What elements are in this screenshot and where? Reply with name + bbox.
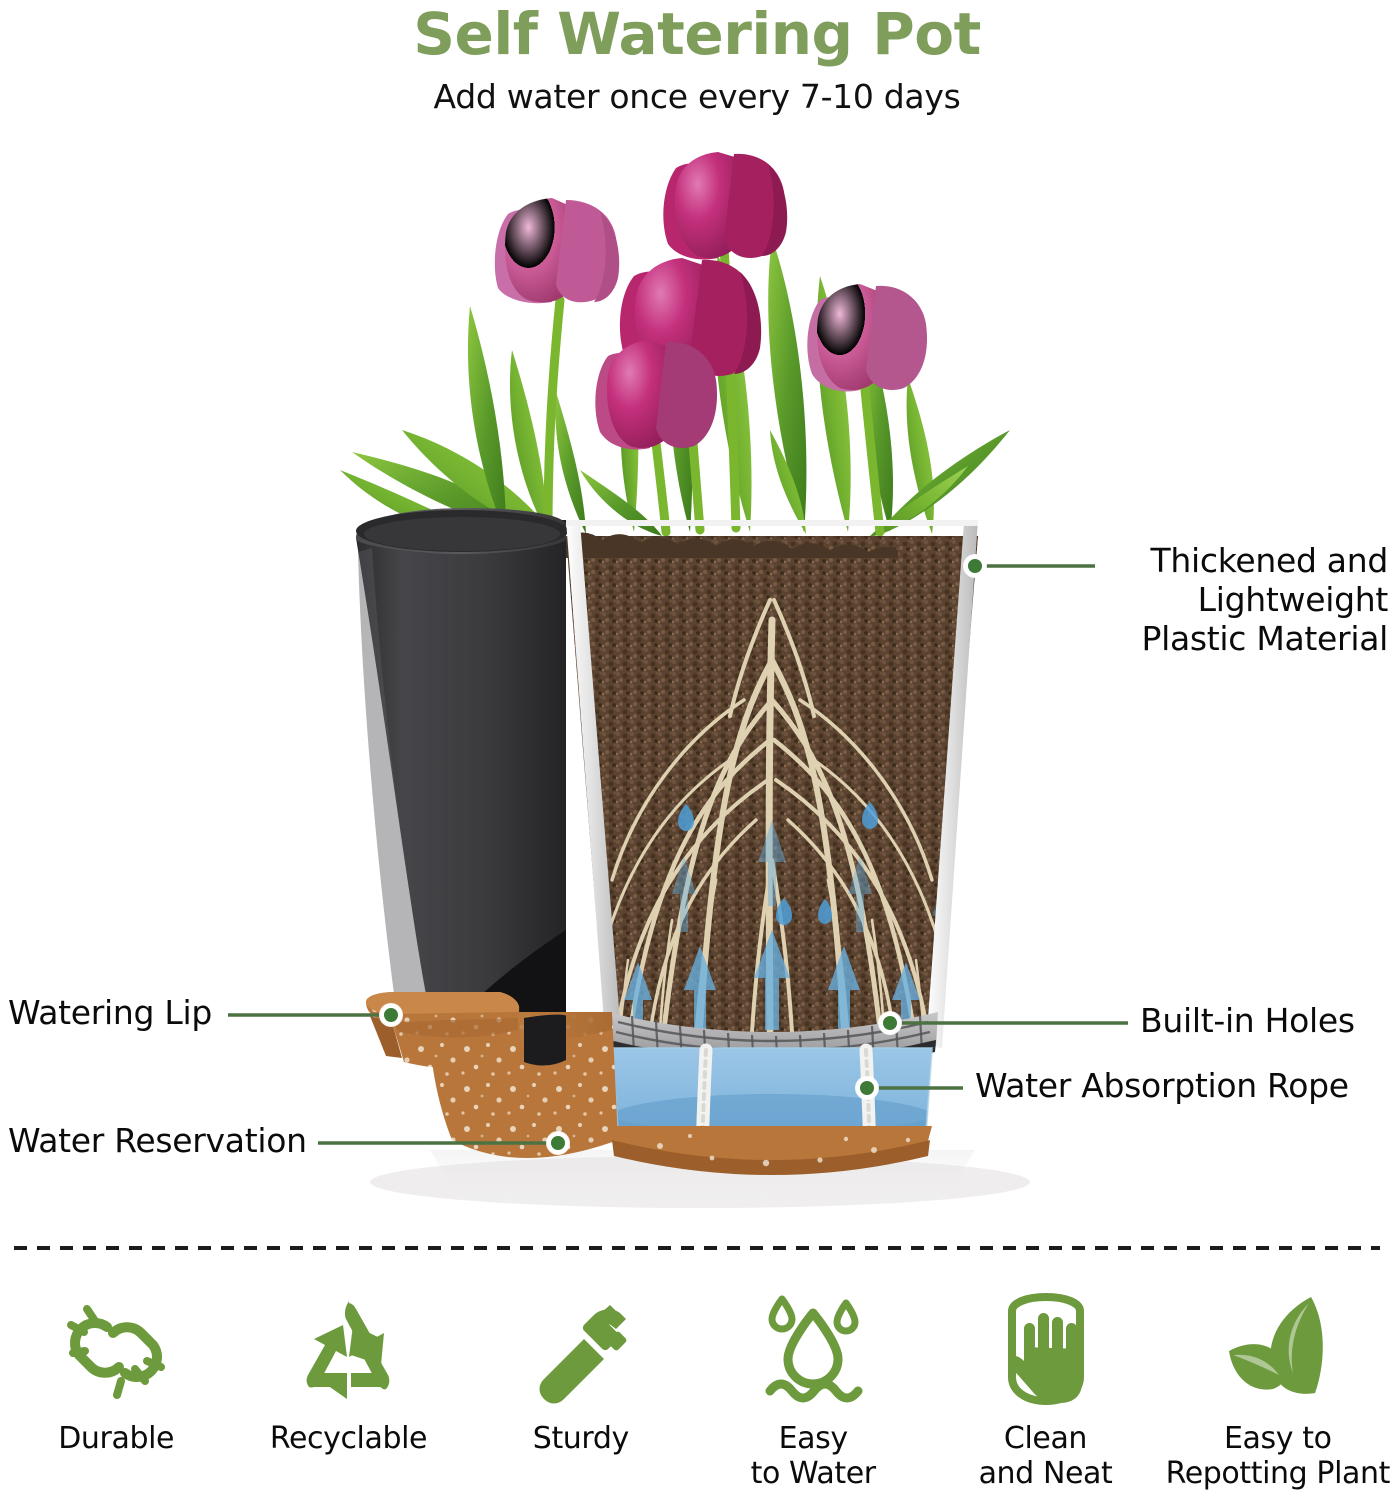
feature-durable: Durable bbox=[0, 1285, 232, 1456]
callout-dot-water-absorption-rope[interactable] bbox=[856, 1077, 878, 1099]
soil-surface bbox=[566, 532, 898, 558]
feature-label-easy-to-water: Easy to Water bbox=[750, 1421, 877, 1492]
page-subtitle: Add water once every 7-10 days bbox=[433, 76, 961, 116]
callout-dot-thickened-lightweight-plastic-material[interactable] bbox=[964, 555, 986, 577]
pot-cutaway-svg bbox=[228, 152, 1128, 1215]
header: Self Watering Pot Add water once every 7… bbox=[0, 0, 1394, 116]
tulip-flowers bbox=[494, 152, 928, 537]
feature-clean-and-neat: Clean and Neat bbox=[929, 1285, 1161, 1491]
feature-label-clean-and-neat: Clean and Neat bbox=[978, 1421, 1113, 1492]
feature-sturdy: Sturdy bbox=[465, 1285, 697, 1456]
callout-dot-water-reservation[interactable] bbox=[547, 1132, 569, 1154]
tulip-1 bbox=[494, 198, 620, 304]
two-leaves-icon bbox=[1219, 1285, 1337, 1415]
callout-dot-watering-lip[interactable] bbox=[380, 1004, 402, 1026]
recycle-icon bbox=[289, 1285, 407, 1415]
reservoir-base bbox=[366, 992, 932, 1175]
feature-label-easy-to-repotting-plant: Easy to Repotting Plant bbox=[1165, 1421, 1391, 1492]
pot-outer-body bbox=[356, 508, 568, 1058]
callout-leaders bbox=[228, 564, 1128, 1145]
page-title: Self Watering Pot bbox=[413, 0, 981, 68]
broken-chain-link-icon bbox=[57, 1285, 175, 1415]
feature-easy-to-repotting-plant: Easy to Repotting Plant bbox=[1162, 1285, 1394, 1491]
callout-label-water-absorption-rope: Water Absorption Rope bbox=[975, 1066, 1349, 1105]
tulip-4 bbox=[595, 340, 718, 450]
product-illustration: Thickened and Lightweight Plastic Materi… bbox=[8, 152, 1389, 1215]
feature-label-durable: Durable bbox=[58, 1421, 175, 1456]
feature-label-recyclable: Recyclable bbox=[269, 1421, 428, 1456]
callout-line-1: Thickened and Lightweight Plastic Materi… bbox=[1141, 541, 1389, 658]
plastic-cut-edge bbox=[566, 520, 978, 1048]
feature-recyclable: Recyclable bbox=[232, 1285, 464, 1456]
feature-label-sturdy: Sturdy bbox=[532, 1421, 629, 1456]
callout-label-thickened-lightweight-plastic-material: Thickened and Lightweight Plastic Materi… bbox=[1108, 541, 1389, 659]
feature-row: Durable Recyclable bbox=[0, 1285, 1394, 1500]
callout-dot-built-in-holes[interactable] bbox=[879, 1012, 901, 1034]
tulip-2 bbox=[663, 152, 788, 260]
water-drop-waves-icon bbox=[754, 1285, 872, 1415]
tulip-5 bbox=[807, 284, 928, 392]
callout-label-water-reservation: Water Reservation bbox=[8, 1121, 307, 1160]
wiping-hand-icon bbox=[986, 1285, 1104, 1415]
soil-cutaway bbox=[566, 536, 978, 1038]
hammer-icon bbox=[522, 1285, 640, 1415]
callout-label-watering-lip: Watering Lip bbox=[8, 993, 212, 1032]
feature-easy-to-water: Easy to Water bbox=[697, 1285, 929, 1491]
section-divider bbox=[14, 1246, 1380, 1250]
callout-label-built-in-holes: Built-in Holes bbox=[1140, 1001, 1355, 1040]
watering-lip-spout bbox=[366, 992, 566, 1069]
